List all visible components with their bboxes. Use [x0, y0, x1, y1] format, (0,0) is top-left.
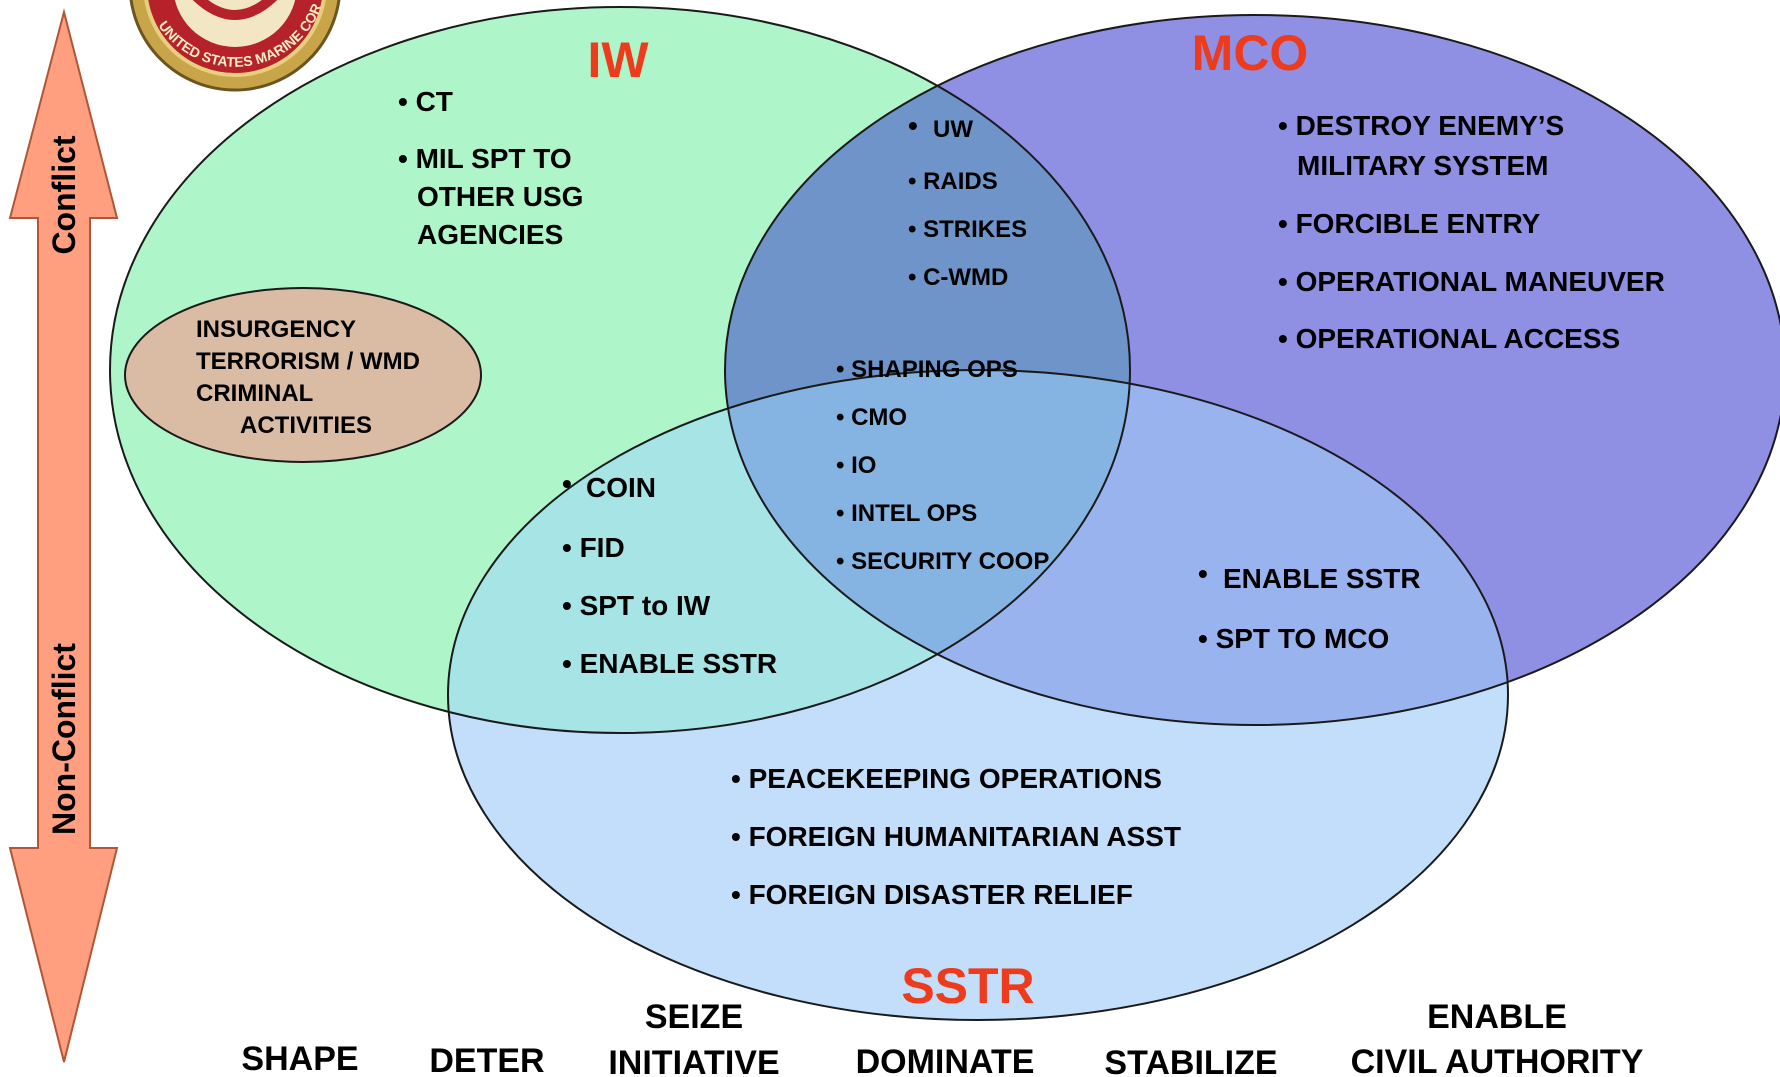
phase-dominate: DOMINATE: [856, 1043, 1035, 1077]
mco-only-list: • DESTROY ENEMY’S MILITARY SYSTEM • FORC…: [1278, 110, 1665, 354]
mco-item: • DESTROY ENEMY’S: [1278, 110, 1564, 141]
bullet: •: [908, 110, 918, 141]
insurgency-item: CRIMINAL: [196, 380, 313, 407]
center-item: • SECURITY COOP: [836, 548, 1049, 575]
center-list: • SHAPING OPS • CMO • IO • INTEL OPS • S…: [836, 356, 1049, 575]
iw-item: AGENCIES: [417, 219, 563, 250]
phase-enable-line2: CIVIL AUTHORITY: [1351, 1043, 1644, 1077]
iw-sstr-item: • ENABLE SSTR: [562, 648, 777, 679]
conflict-label: Conflict: [46, 135, 82, 254]
iw-item: • MIL SPT TO: [398, 143, 572, 174]
iw-mco-list: • UW • RAIDS • STRIKES • C-WMD: [908, 110, 1027, 291]
phase-deter: DETER: [429, 1042, 544, 1077]
phase-seize-line1: SEIZE: [645, 998, 743, 1036]
insurgency-item: ACTIVITIES: [240, 412, 372, 439]
phase-labels: SHAPE DETER SEIZE INITIATIVE DOMINATE ST…: [241, 998, 1643, 1077]
mco-sstr-item: ENABLE SSTR: [1223, 563, 1421, 594]
iw-mco-item: UW: [933, 116, 973, 143]
iw-sstr-item: • FID: [562, 532, 625, 563]
insurgency-ellipse: [124, 287, 482, 463]
iw-sstr-list: • COIN • FID • SPT to IW • ENABLE SSTR: [562, 468, 777, 679]
phase-stabilize: STABILIZE: [1104, 1044, 1277, 1077]
mco-sstr-item: • SPT TO MCO: [1198, 623, 1389, 654]
phase-enable-line1: ENABLE: [1427, 998, 1567, 1036]
iw-sstr-item: COIN: [586, 472, 656, 503]
mco-item: MILITARY SYSTEM: [1297, 150, 1549, 181]
insurgency-item: INSURGENCY: [196, 316, 356, 343]
mco-title: MCO: [1192, 25, 1309, 81]
iw-mco-item: • C-WMD: [908, 264, 1008, 291]
sstr-item: • PEACEKEEPING OPERATIONS: [731, 763, 1162, 794]
phase-shape: SHAPE: [241, 1040, 358, 1077]
iw-title: IW: [587, 32, 649, 88]
mco-sstr-list: • ENABLE SSTR • SPT TO MCO: [1198, 558, 1421, 654]
bullet: •: [1198, 558, 1208, 589]
center-item: • CMO: [836, 404, 907, 431]
sstr-only-list: • PEACEKEEPING OPERATIONS • FOREIGN HUMA…: [731, 763, 1181, 910]
conflict-axis-arrow: Conflict Non-Conflict: [8, 8, 119, 1063]
bullet: •: [562, 468, 572, 499]
phase-seize-line2: INITIATIVE: [608, 1044, 779, 1077]
iw-mco-item: • RAIDS: [908, 168, 998, 195]
insurgency-item: TERRORISM / WMD: [196, 348, 420, 375]
sstr-title: SSTR: [901, 958, 1034, 1014]
iw-only-list: • CT • MIL SPT TO OTHER USG AGENCIES: [398, 86, 583, 250]
insurgency-list: INSURGENCY TERRORISM / WMD CRIMINAL ACTI…: [196, 316, 420, 439]
iw-item: • CT: [398, 86, 453, 117]
non-conflict-label: Non-Conflict: [46, 643, 82, 835]
mco-item: • OPERATIONAL ACCESS: [1278, 323, 1620, 354]
iw-item: OTHER USG: [417, 181, 583, 212]
center-item: • INTEL OPS: [836, 500, 977, 527]
sstr-item: • FOREIGN HUMANITARIAN ASST: [731, 821, 1181, 852]
mco-item: • OPERATIONAL MANEUVER: [1278, 266, 1665, 297]
iw-sstr-item: • SPT to IW: [562, 590, 711, 621]
sstr-item: • FOREIGN DISASTER RELIEF: [731, 879, 1133, 910]
center-item: • IO: [836, 452, 876, 479]
mco-item: • FORCIBLE ENTRY: [1278, 208, 1541, 239]
center-item: • SHAPING OPS: [836, 356, 1018, 383]
iw-mco-item: • STRIKES: [908, 216, 1027, 243]
